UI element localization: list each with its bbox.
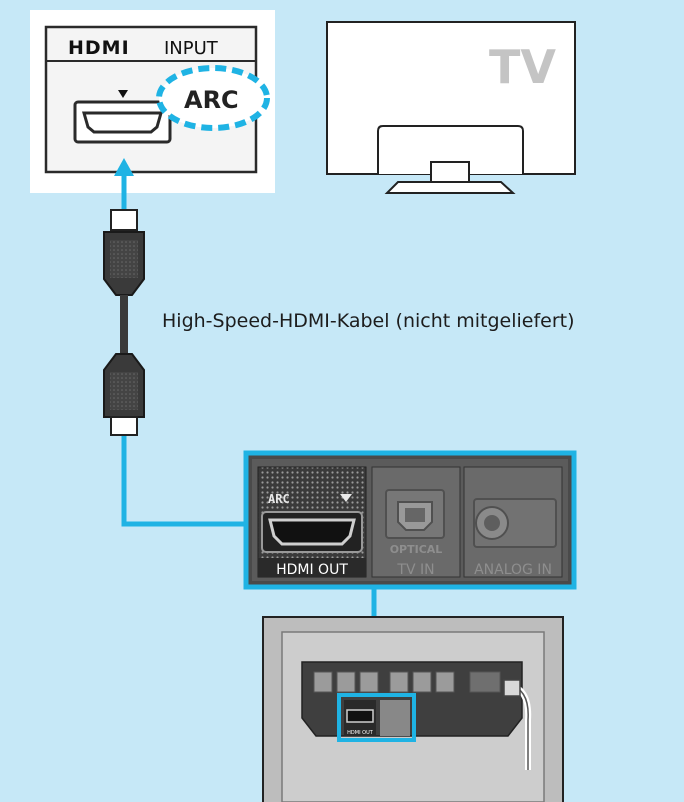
arrow-down-icon xyxy=(118,90,128,98)
optical-label: OPTICAL xyxy=(390,543,443,556)
analog-in-label: ANALOG IN xyxy=(474,562,552,578)
cable-label: High-Speed-HDMI-Kabel (nicht mitgeliefer… xyxy=(162,310,575,332)
tv-label: TV xyxy=(489,40,556,94)
arrow-up-icon xyxy=(114,158,134,176)
arrow-down-icon xyxy=(340,494,352,502)
hdmi-out-port-section: ARC HDMI OUT xyxy=(257,466,367,578)
input-label: INPUT xyxy=(164,38,219,59)
tv-in-label: TV IN xyxy=(396,562,434,578)
hdmi-logo: HDMI xyxy=(68,37,130,59)
tv-arc-label: ARC xyxy=(184,86,239,114)
arc-highlight xyxy=(156,65,270,131)
tv-hdmi-port xyxy=(73,100,172,144)
soundbar-port-panel: ARC HDMI OUT OPTICAL TV IN ANALOG IN xyxy=(243,450,577,590)
soundbar-rear-illustration: HDMI OUT xyxy=(262,616,564,802)
small-hdmi-out-label: HDMI OUT xyxy=(347,730,374,736)
tv-hdmi-input-panel: HDMI INPUT ARC xyxy=(30,10,275,193)
tv-illustration: TV xyxy=(326,21,576,194)
hdmi-out-label: HDMI OUT xyxy=(276,562,348,578)
tv-in-port-section: OPTICAL TV IN xyxy=(371,466,461,578)
soundbar-arc-label: ARC xyxy=(268,492,290,506)
analog-in-port-section: ANALOG IN xyxy=(463,466,563,578)
hdmi-cable xyxy=(103,209,145,436)
speaker-terminals xyxy=(313,671,455,693)
